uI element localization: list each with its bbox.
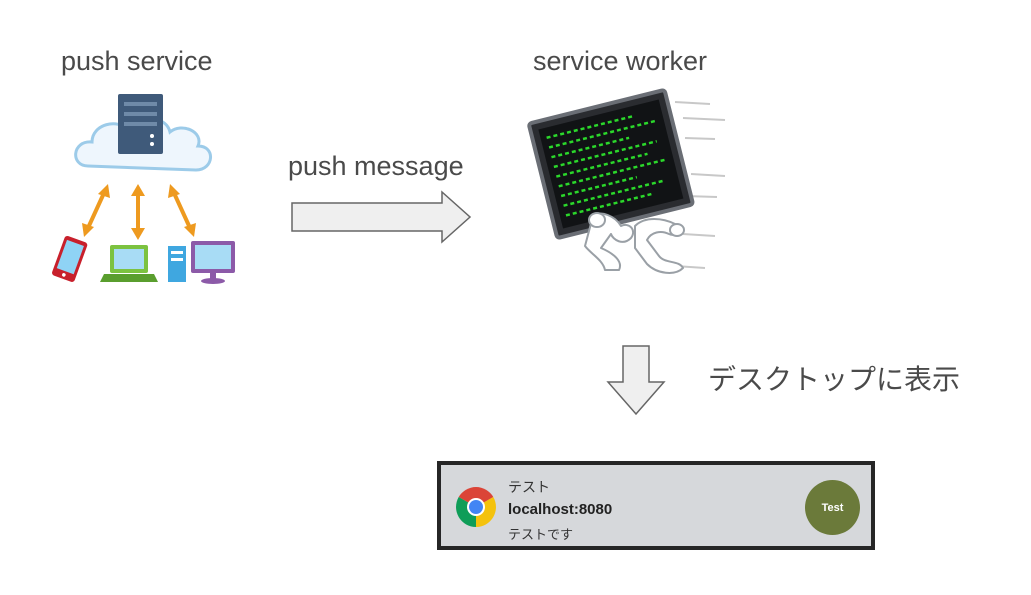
push-service-illustration bbox=[48, 88, 248, 293]
laptop-icon bbox=[100, 245, 158, 282]
smartphone-icon bbox=[52, 235, 88, 282]
push-service-label: push service bbox=[61, 46, 213, 76]
push-message-label: push message bbox=[288, 151, 464, 181]
speed-lines bbox=[674, 101, 726, 269]
notification-title: テスト bbox=[508, 480, 550, 496]
chrome-icon bbox=[456, 487, 496, 527]
notification-origin: localhost:8080 bbox=[508, 501, 613, 518]
service-worker-label: service worker bbox=[533, 46, 708, 76]
server-icon bbox=[118, 94, 163, 154]
bidirectional-arrows bbox=[82, 184, 196, 240]
running-figure bbox=[584, 212, 685, 274]
notification-action-button[interactable]: Test bbox=[805, 480, 860, 535]
desktop-pc-icon bbox=[168, 241, 235, 284]
desktop-display-label: デスクトップに表示 bbox=[708, 363, 961, 396]
display-arrow bbox=[604, 344, 668, 416]
running-terminal-icon bbox=[525, 84, 730, 294]
notification-body: テストです bbox=[508, 528, 574, 543]
desktop-notification[interactable]: テスト localhost:8080 テストです Test bbox=[437, 461, 875, 550]
push-message-arrow bbox=[290, 190, 474, 244]
